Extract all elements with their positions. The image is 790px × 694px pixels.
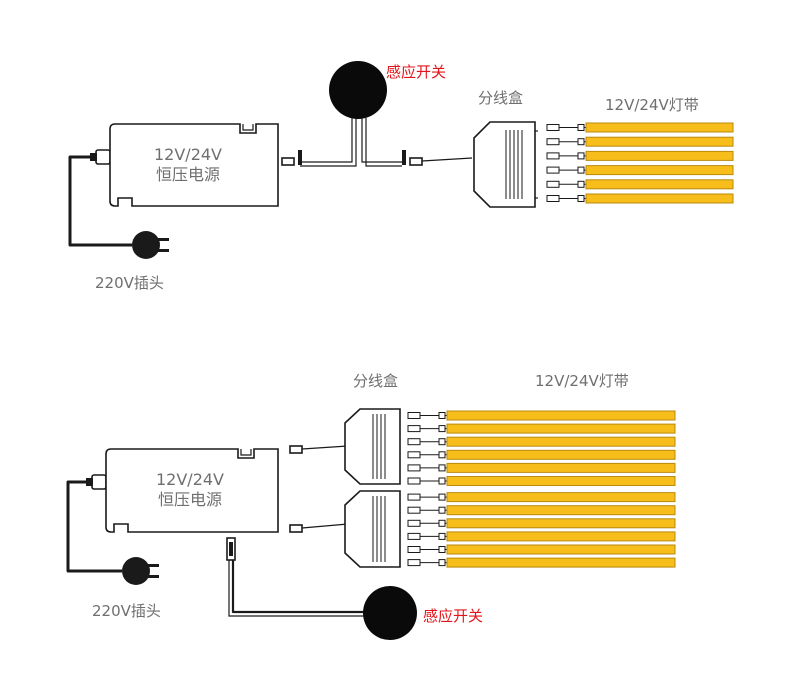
junction-box-icon [473, 121, 538, 208]
top-box-label: 分线盒 [478, 89, 523, 107]
bottom-box-label: 分线盒 [353, 372, 398, 390]
top-psu-output-connector [281, 150, 302, 166]
led-strip-icon [407, 492, 676, 503]
bottom-psu-left-connector [86, 474, 107, 490]
top-led-strips [546, 122, 734, 204]
top-plug-cable [68, 155, 132, 247]
bottom-plug-cable [66, 480, 122, 573]
top-diagram: 220V插头 12V/24V 恒压电源 感应开关 [68, 61, 734, 292]
sensor-icon [329, 61, 387, 119]
led-strip-icon [546, 122, 734, 133]
power-supply-icon [109, 123, 279, 207]
led-strip-icon [407, 462, 676, 473]
junction-box-icon [344, 408, 401, 485]
led-strip-icon [407, 531, 676, 542]
led-strip-icon [407, 518, 676, 529]
led-strip-icon [407, 410, 676, 421]
led-strip-icon [407, 449, 676, 460]
top-sensor-wire-right-b [365, 118, 402, 167]
bottom-led-strips [407, 410, 676, 568]
top-box-input-connector [402, 150, 473, 166]
bottom-psu-line1: 12V/24V [156, 470, 224, 489]
plug-icon [122, 557, 159, 585]
bottom-sensor-label: 感应开关 [423, 607, 483, 625]
sensor-icon [363, 586, 417, 640]
plug-icon [132, 231, 169, 259]
bottom-diagram: 220V插头 12V/24V 恒压电源 感应开关 [66, 372, 676, 640]
top-psu-line1: 12V/24V [154, 145, 222, 164]
led-strip-icon [546, 165, 734, 176]
bottom-strip-label: 12V/24V灯带 [535, 372, 629, 390]
bottom-sensor-connector [226, 537, 366, 617]
top-psu-left-connector [90, 149, 111, 165]
bottom-psu-line2: 恒压电源 [158, 490, 222, 509]
led-strip-icon [407, 544, 676, 555]
led-strip-icon [546, 150, 734, 161]
led-strip-icon [546, 193, 734, 204]
top-sensor-wire-left-a [300, 118, 353, 163]
bottom-psu-output-connectors [289, 445, 349, 533]
bottom-plug-label: 220V插头 [92, 602, 161, 620]
top-sensor-wire-left-b [300, 118, 357, 167]
led-strip-icon [407, 476, 676, 486]
top-sensor-wire-right-a [361, 118, 402, 163]
top-sensor-label: 感应开关 [386, 63, 446, 81]
led-strip-icon [407, 423, 676, 434]
top-strip-label: 12V/24V灯带 [605, 96, 699, 114]
led-strip-icon [407, 557, 676, 568]
led-strip-icon [546, 179, 734, 190]
power-supply-icon [105, 448, 279, 533]
top-plug-label: 220V插头 [95, 274, 164, 292]
top-psu-line2: 恒压电源 [156, 165, 220, 184]
led-strip-icon [407, 505, 676, 516]
junction-box-icon [344, 490, 401, 568]
led-strip-icon [546, 136, 734, 147]
led-strip-icon [407, 436, 676, 447]
